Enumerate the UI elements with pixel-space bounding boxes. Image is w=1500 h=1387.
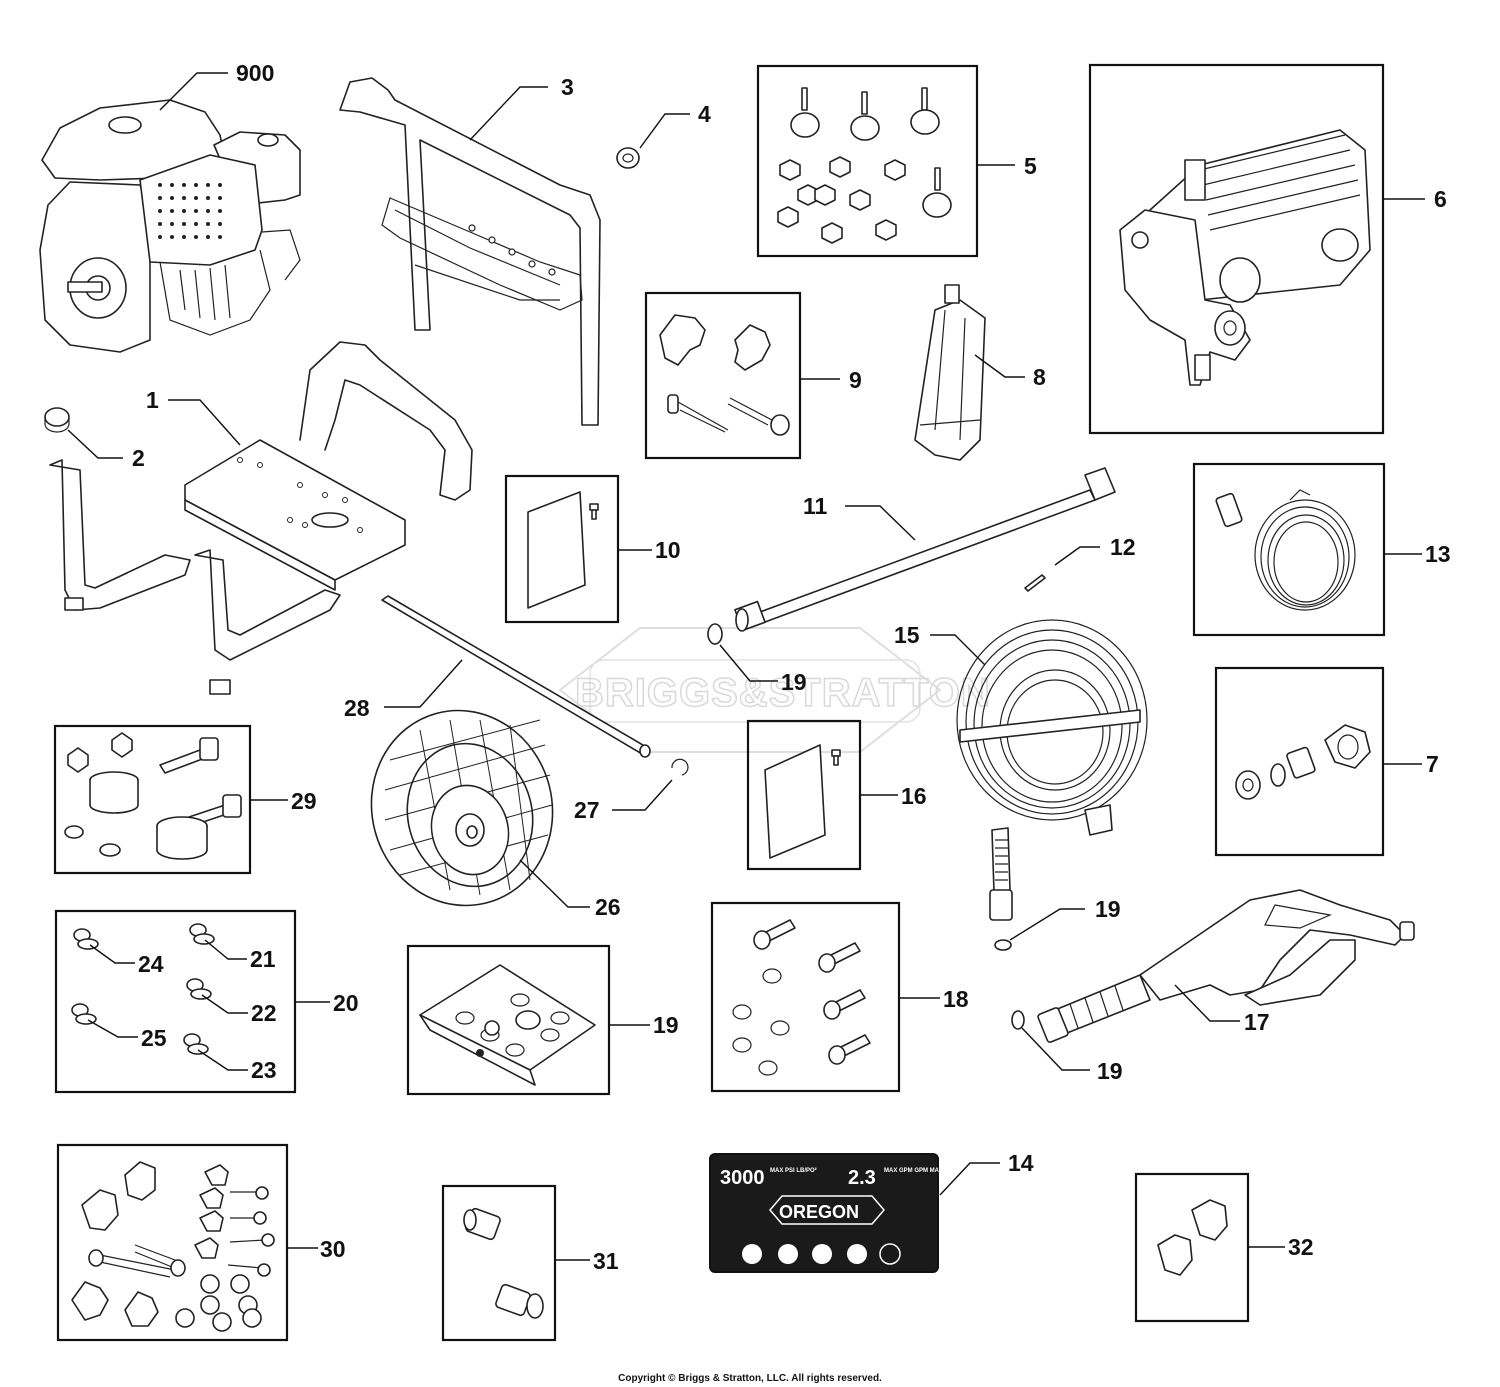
hardware-kit-30 [71, 1161, 275, 1332]
washer-19c [1011, 1010, 1025, 1030]
callout-5: 5 [1024, 153, 1037, 179]
callout-4: 4 [698, 101, 711, 127]
callout-28: 28 [344, 695, 370, 721]
cap-2 [44, 407, 70, 433]
spray-gun-17 [1037, 889, 1415, 1043]
callout-18: 18 [943, 986, 969, 1012]
roll-pin-12 [1024, 574, 1046, 592]
wheel-26 [370, 709, 554, 907]
decal-gpm-unit: MAX GPM GPM MAXIMUM [884, 1168, 959, 1174]
callout-24: 24 [138, 951, 164, 977]
kit-box-32 [1134, 1172, 1250, 1323]
callout-27: 27 [574, 797, 600, 823]
pressure-hose-15 [956, 619, 1148, 921]
callout-23: 23 [251, 1057, 277, 1083]
callout-19b: 19 [1095, 896, 1121, 922]
callout-21: 21 [250, 946, 276, 972]
kit-box-29 [53, 724, 252, 875]
callout-25: 25 [141, 1025, 167, 1051]
callout-31: 31 [593, 1248, 619, 1274]
callout-labels: 900 3 4 5 6 1 2 9 8 10 11 12 13 15 19 28… [132, 60, 1451, 1274]
callout-19c: 19 [653, 1012, 679, 1038]
callout-32: 32 [1288, 1234, 1314, 1260]
callout-17: 17 [1244, 1009, 1270, 1035]
coupler-kit-31 [463, 1207, 544, 1319]
decal-16 [764, 744, 841, 859]
lube-tube-8 [914, 284, 986, 461]
callout-6: 6 [1434, 186, 1447, 212]
watermark-text: BRIGGS&STRATTON [575, 671, 991, 715]
callout-15: 15 [894, 622, 920, 648]
callout-900: 900 [236, 60, 274, 86]
kit-box-9 [644, 291, 802, 460]
callout-1: 1 [146, 387, 159, 413]
hose-clips-32 [1157, 1199, 1228, 1276]
axle-28 [381, 595, 651, 758]
callout-10: 10 [655, 537, 681, 563]
retaining-clip-27 [671, 758, 689, 776]
mount-kit-29 [64, 732, 242, 860]
kit-box-13 [1192, 462, 1386, 637]
decal-gpm: 2.3 [848, 1167, 876, 1189]
grommet-4 [616, 147, 640, 169]
callout-3: 3 [561, 74, 574, 100]
pump-6 [1119, 129, 1371, 386]
kit-box-31 [441, 1184, 557, 1342]
callout-2: 2 [132, 445, 145, 471]
callout-22: 22 [251, 1000, 277, 1026]
callout-12: 12 [1110, 534, 1136, 560]
callout-26: 26 [595, 894, 621, 920]
brand-watermark: BRIGGS&STRATTON [558, 627, 991, 753]
control-panel-decal-14: 3000 MAX PSI LB/PO² 2.3 MAX GPM GPM MAXI… [709, 1153, 959, 1273]
callout-29: 29 [291, 788, 317, 814]
isolator-kit-5 [777, 87, 952, 244]
copyright-notice: Copyright © Briggs & Stratton, LLC. All … [618, 1373, 882, 1384]
callout-19d: 19 [1097, 1058, 1123, 1084]
callout-16: 16 [901, 783, 927, 809]
callout-19a: 19 [781, 669, 807, 695]
kit-box-5 [756, 64, 979, 258]
upper-handle-3 [339, 77, 601, 426]
decal-psi: 3000 [720, 1167, 765, 1189]
knob-bolt-kit-9 [659, 314, 790, 436]
callout-13: 13 [1425, 541, 1451, 567]
callout-14: 14 [1008, 1150, 1034, 1176]
kit-box-7 [1214, 666, 1385, 857]
callout-9: 9 [849, 367, 862, 393]
callout-30: 30 [320, 1236, 346, 1262]
decal-brand: OREGON [779, 1202, 859, 1222]
deck-plate-19 [419, 964, 596, 1086]
leader-lines [67, 72, 1425, 1261]
inlet-fitting-7 [1235, 724, 1371, 800]
engine-900 [39, 99, 301, 353]
kit-box-30 [56, 1143, 289, 1342]
bolt-kit-18 [732, 919, 871, 1076]
kit-box-10 [504, 474, 620, 624]
callout-11: 11 [803, 493, 828, 519]
kit-box-19 [406, 944, 611, 1096]
washer-19b [994, 939, 1012, 951]
callout-7: 7 [1426, 751, 1439, 777]
kit-box-6 [1088, 63, 1385, 435]
base-frame-1 [49, 341, 473, 695]
siphon-hose-13 [1215, 489, 1356, 611]
decal-psi-unit: MAX PSI LB/PO² [770, 1167, 817, 1174]
washer-19a [707, 623, 723, 645]
decal-10 [527, 491, 599, 609]
callout-8: 8 [1033, 364, 1046, 390]
callout-20: 20 [333, 990, 359, 1016]
kit-box-18 [710, 901, 901, 1093]
plug-kit-20 [71, 923, 215, 1055]
spray-lance-11 [734, 467, 1116, 632]
